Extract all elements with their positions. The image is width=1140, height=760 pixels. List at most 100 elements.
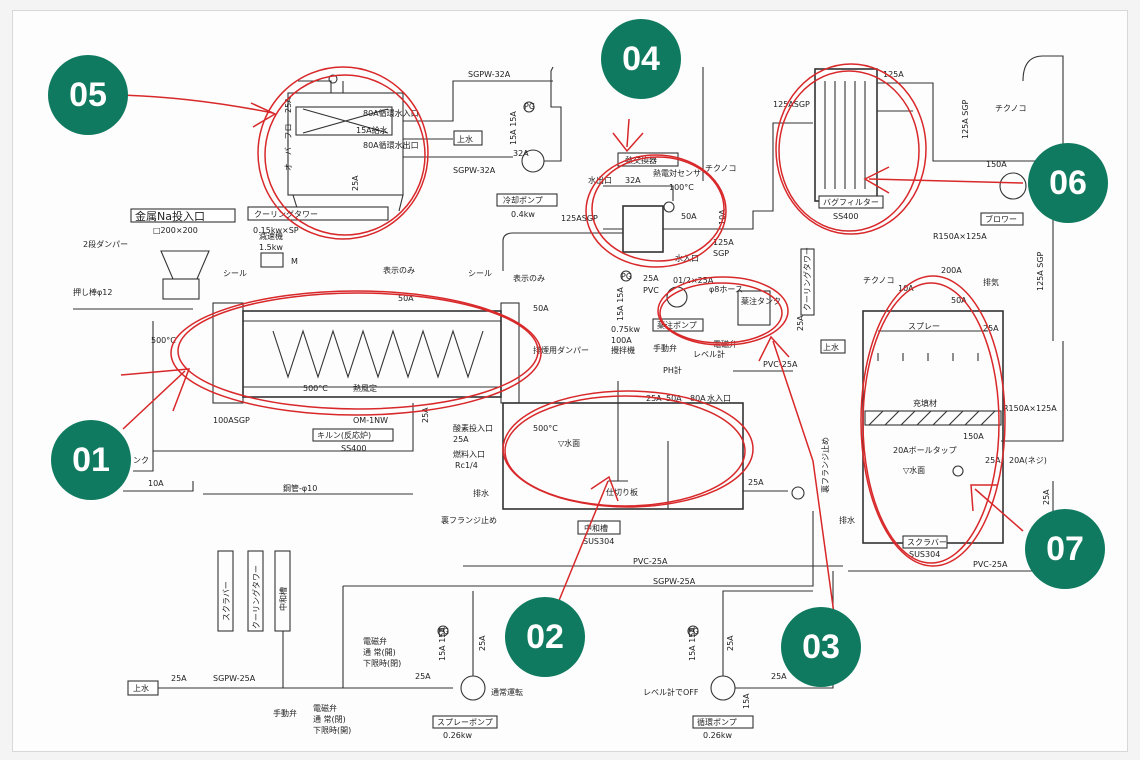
svg-text:07: 07 bbox=[1046, 530, 1084, 568]
badge-06: 06 bbox=[1028, 143, 1108, 223]
scrub-20a-2: 20A(ネジ) bbox=[1009, 456, 1047, 465]
seal-left: シール bbox=[223, 269, 247, 278]
chem-pump-label: 薬注ポンプ bbox=[657, 320, 697, 330]
cooling-tower-kw: 0.15kw×SP bbox=[253, 226, 299, 235]
badge-07: 07 bbox=[1025, 509, 1105, 589]
scrub-water: ▽水面 bbox=[903, 465, 925, 475]
push-rod-label: 押し棒φ12 bbox=[73, 287, 112, 297]
pump-15a: 15A 15A bbox=[509, 111, 518, 145]
spray-pump-label: スプレーポンプ bbox=[437, 718, 493, 727]
s125sgp-label-2: 125A SGP bbox=[1036, 251, 1045, 291]
svg-text:02: 02 bbox=[526, 618, 564, 656]
hx-water-out: 水出口 bbox=[588, 175, 612, 185]
circ-pg: PG bbox=[688, 627, 699, 636]
fuel-rc: Rc1/4 bbox=[455, 461, 478, 470]
bag-filter-label: バグフィルター bbox=[823, 197, 879, 207]
motor-m: M bbox=[291, 257, 298, 266]
kiln-temp-500: 500°C bbox=[303, 384, 328, 393]
kiln-50a: 50A bbox=[398, 294, 414, 303]
neut-drain: 排水 bbox=[473, 488, 489, 498]
manual-valve-2: 手動弁 bbox=[273, 708, 297, 718]
heat-exchanger: 熱交換器 水出口 32A 熱電対センサ 100°C 50A 水入口 125ASG… bbox=[502, 67, 813, 271]
sol-close-2: 下限時(開) bbox=[313, 726, 351, 735]
manual-valve-label: 手動弁 bbox=[653, 343, 677, 353]
cooling-15a-label: 15A給水 bbox=[356, 125, 388, 135]
metal-na-label: 金属Na投入口 bbox=[135, 209, 205, 223]
chem-25a-2: 25A bbox=[796, 315, 805, 331]
sol-open-2: 通 常(閉) bbox=[313, 714, 346, 724]
ph-label: PH計 bbox=[663, 365, 682, 375]
bottom-piping: SGPW-25A PVC-25A スクラバー クーリングタワー 中和槽 上水 2… bbox=[127, 511, 843, 740]
svg-text:05: 05 bbox=[69, 76, 107, 114]
scrub-25a-3: 25A bbox=[1042, 489, 1051, 505]
fuel-in: 燃料入口 bbox=[453, 449, 485, 459]
ink-label: ンク bbox=[133, 456, 149, 465]
chem-hose2: φ8ホース bbox=[709, 285, 743, 294]
spray-pg: PG bbox=[438, 627, 449, 636]
sgpw25a-top: SGPW-25A bbox=[653, 577, 696, 586]
pvc-label: PVC bbox=[643, 286, 659, 295]
reducer-label: 減速機 bbox=[259, 231, 283, 241]
n-80a: 80A bbox=[690, 394, 706, 403]
sol-valve-2: 電磁弁 bbox=[313, 703, 337, 713]
badge-01: 01 bbox=[51, 420, 131, 500]
damper2-label: 2段ダンパー bbox=[83, 239, 128, 249]
badge-05: 05 bbox=[48, 55, 128, 135]
tick2-label: チクノコ bbox=[995, 104, 1027, 113]
cooling-pump: PG 32A 15A 15A 冷却ポンプ 0.4kw bbox=[496, 66, 562, 219]
tap-water-3: 上水 bbox=[133, 683, 149, 693]
spray-label: スプレー bbox=[908, 322, 940, 331]
scrubber-label: スクラバー bbox=[907, 538, 947, 547]
kiln-50a-2: 50A bbox=[533, 304, 549, 313]
tick3-label: チクノコ bbox=[863, 276, 895, 285]
pvc25a-c: PVC-25A bbox=[633, 557, 668, 566]
r150x125: R150A×125A bbox=[1003, 404, 1057, 413]
pvc25a-b: PVC-25A bbox=[973, 560, 1008, 569]
mixer-100a: 100A bbox=[611, 336, 632, 345]
sol-open-1: 通 常(開) bbox=[363, 647, 396, 657]
neut-water: ▽水面 bbox=[558, 438, 580, 448]
svg-text:01: 01 bbox=[72, 441, 110, 479]
cp-15a-b: 15A bbox=[742, 693, 751, 709]
tap-water-label: 上水 bbox=[457, 134, 473, 144]
hx-sgp: SGP bbox=[713, 249, 729, 258]
cp-25a: 25A bbox=[726, 635, 735, 651]
scrub-25a-2: 25A bbox=[985, 456, 1001, 465]
drain-label: 25A bbox=[351, 175, 360, 191]
r150-label: R150A×125A bbox=[933, 232, 987, 241]
svg-text:03: 03 bbox=[802, 628, 840, 666]
sol-close-1: 下限時(閉) bbox=[363, 659, 401, 668]
cooling-tower: クーリングタワー 0.15kw×SP 80A循環水入口 80A循環水出口 15A… bbox=[247, 70, 553, 235]
hx-water-in: 水入口 bbox=[675, 253, 699, 263]
neut-sus: SUS304 bbox=[583, 537, 614, 546]
neut-title: 中和槽 bbox=[584, 523, 608, 533]
sp-25a: 25A bbox=[415, 672, 431, 681]
level-label: レベル計 bbox=[693, 349, 725, 359]
chem-pg: PG bbox=[621, 272, 632, 281]
scrub-drain: 排水 bbox=[839, 515, 855, 525]
blower-150a: 150A bbox=[986, 160, 1007, 169]
scrub-200a: 200A bbox=[941, 266, 962, 275]
cooling-pump-label: 冷却ポンプ bbox=[503, 195, 543, 205]
bag-ss400: SS400 bbox=[833, 212, 858, 221]
cooling-pump-kw: 0.4kw bbox=[511, 210, 535, 219]
normal-run: 通常運転 bbox=[491, 687, 523, 697]
ink-10a: 10A bbox=[148, 479, 164, 488]
acid-in: 酸素投入口 bbox=[453, 423, 493, 433]
level-off: レベル計でOFF bbox=[643, 687, 699, 697]
om-1nw: OM-1NW bbox=[353, 416, 388, 425]
circ-pump-label: 循環ポンプ bbox=[697, 717, 737, 727]
sgpw32a-top: SGPW-32A bbox=[468, 70, 511, 79]
cooling-tower-vertical: クーリングタワー bbox=[802, 247, 812, 311]
filler-label: 充填材 bbox=[913, 398, 937, 408]
scrub-20a: 20Aボールタップ bbox=[893, 446, 957, 455]
kiln-label: キルン(反応炉) bbox=[317, 430, 371, 440]
cooling-in-label: 80A循環水入口 bbox=[363, 108, 419, 118]
cp-15a: 15A 15A bbox=[688, 627, 697, 661]
hx-temp: 100°C bbox=[669, 183, 694, 192]
bag-125a: 125A bbox=[883, 70, 904, 79]
sgpw32a-mid: SGPW-32A bbox=[453, 166, 496, 175]
hx-50a: 50A bbox=[681, 212, 697, 221]
blower-label: ブロワー bbox=[985, 214, 1017, 224]
sp-25a-b: 25A bbox=[478, 635, 487, 651]
